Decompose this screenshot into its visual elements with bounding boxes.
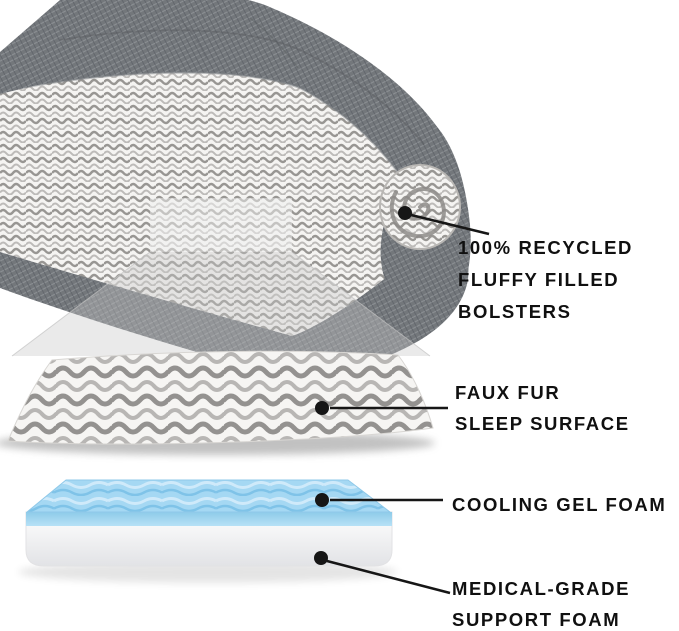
cooling-gel-front-edge [26,512,392,526]
callout-dot-sleep-surface [315,401,329,415]
callout-label-support-foam: MEDICAL-GRADE SUPPORT FOAM [452,578,631,630]
callout-label-sleep-surface: FAUX FUR SLEEP SURFACE [455,382,630,434]
leader-lines [314,206,490,595]
magnified-fur-panel [7,350,434,445]
callout-dot-support-foam [314,551,328,565]
leader-line-support-foam [326,559,451,595]
zoom-projection [12,252,430,356]
cooling-gel-top-face [26,479,391,513]
foam-cross-section [18,479,398,583]
zoom-callout [0,198,435,455]
callout-dot-cooling-gel [315,493,329,507]
callout-dot-bolsters [398,206,412,220]
bed-back-bolster [0,0,460,194]
zoom-source-region [150,198,292,252]
bolster-swirl [389,187,446,239]
callout-label-cooling-gel: COOLING GEL FOAM [452,494,667,515]
callout-label-bolsters: 100% RECYCLED FLUFFY FILLED BOLSTERS [458,237,634,322]
leader-line-bolsters [406,212,490,236]
